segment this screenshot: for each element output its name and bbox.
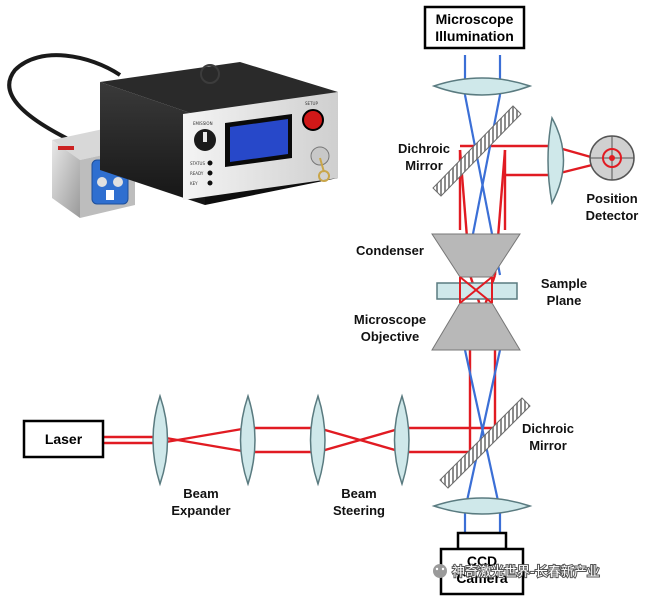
ccd-camera-label-line2: Camera: [456, 570, 508, 586]
dichroic-mirror-bottom-label-line2: Mirror: [529, 438, 567, 453]
dichroic-mirror-bottom: [439, 397, 531, 489]
dichroic-mirror-top-label-line1: Dichroic: [398, 141, 450, 156]
laser-controller: EMISSION STATUS READY KEY SETUP: [100, 62, 338, 205]
beam-expander-lens-1: [152, 393, 169, 487]
beam-expander-label-line2: Expander: [171, 503, 230, 518]
device-label-status: STATUS: [190, 161, 205, 166]
beam-expander-label-line1: Beam: [183, 486, 218, 501]
watermark-text: 神奇激光世界-长春新产业: [452, 564, 600, 580]
position-detector: [589, 135, 635, 181]
beam-expander-lens-2: [239, 393, 256, 487]
device-label-emission: EMISSION: [193, 121, 213, 126]
device-label-key: KEY: [190, 181, 198, 186]
microscope-objective-label-line1: Microscope: [354, 312, 426, 327]
ccd-camera-label-line1: CCD: [467, 553, 497, 569]
device-label-ready: READY: [190, 171, 204, 176]
laser-label: Laser: [45, 431, 83, 447]
dichroic-mirror-top-label-line2: Mirror: [405, 158, 443, 173]
watermark: 神奇激光世界-长春新产业: [433, 563, 601, 581]
dichroic-mirror-bottom-label-line1: Dichroic: [522, 421, 574, 436]
camera-lens: [431, 497, 533, 515]
position-detector-label-line2: Detector: [586, 208, 639, 223]
beam-steering-label-line1: Beam: [341, 486, 376, 501]
laser-device-photo: EMISSION STATUS READY KEY SETUP: [7, 53, 338, 218]
sample-plane-label-line1: Sample: [541, 276, 587, 291]
sample-plane-label-line2: Plane: [547, 293, 582, 308]
beam-steering-label-line2: Steering: [333, 503, 385, 518]
microscope-illumination-label-line2: Illumination: [435, 28, 514, 44]
condenser-label: Condenser: [356, 243, 424, 258]
dichroic-mirror-top: [432, 105, 522, 197]
wechat-icon: [433, 564, 447, 578]
power-button: [302, 109, 324, 131]
laser-box: Laser: [22, 419, 105, 459]
microscope-illumination-box: Microscope Illumination: [423, 5, 526, 50]
focus-beams: [459, 276, 493, 304]
position-detector-label-line1: Position: [586, 191, 637, 206]
key-lock: [310, 146, 330, 166]
microscope-objective-label-line2: Objective: [361, 329, 420, 344]
ccd-camera-box: CCD Camera: [439, 531, 525, 596]
microscope-objective: [431, 302, 521, 351]
illumination-lens: [431, 77, 533, 96]
microscope-illumination-label-line1: Microscope: [436, 11, 514, 27]
detector-lens: [547, 115, 565, 206]
condenser: [431, 233, 521, 278]
vent-grill: [200, 64, 220, 84]
fiber-cable: [7, 53, 122, 142]
beam-steering-lens-2: [393, 393, 410, 487]
beam-steering-lens-1: [309, 393, 326, 487]
device-label-setup: SETUP: [305, 101, 318, 106]
